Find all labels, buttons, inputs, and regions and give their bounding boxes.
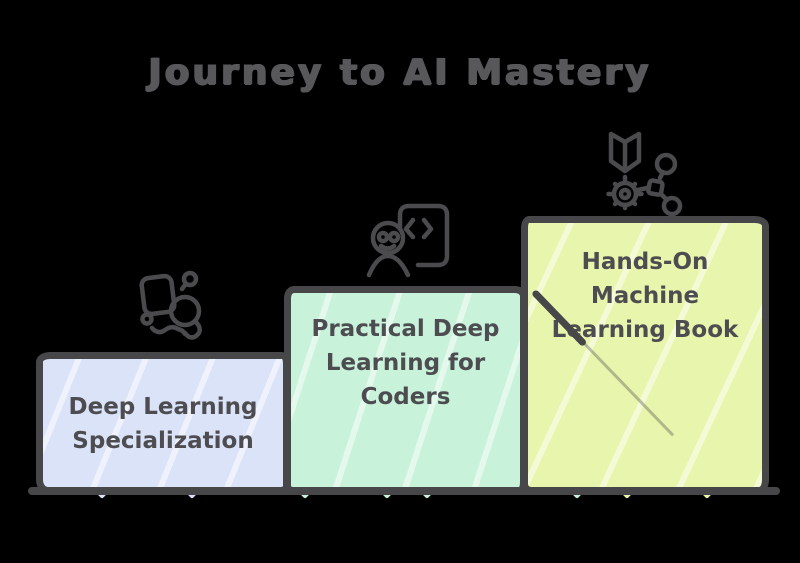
step-hands-on-machine-learning-book: Hands-On Machine Learning Book — [521, 216, 769, 494]
book-gear-network-icon — [594, 126, 690, 218]
step-deep-learning-specialization: Deep Learning Specialization — [36, 352, 290, 494]
person-coding-screen-icon — [360, 194, 456, 290]
sketch-scribble-trail — [581, 341, 675, 437]
step-practical-deep-learning-for-coders: Practical Deep Learning for Coders — [284, 286, 527, 494]
step-label: Hands-On Machine Learning Book — [551, 249, 739, 343]
step-label: Practical Deep Learning for Coders — [311, 316, 500, 410]
certificate-magnifier-icon — [126, 262, 216, 352]
step-label: Deep Learning Specialization — [68, 394, 258, 454]
diagram-title: Journey to AI Mastery — [148, 52, 652, 93]
